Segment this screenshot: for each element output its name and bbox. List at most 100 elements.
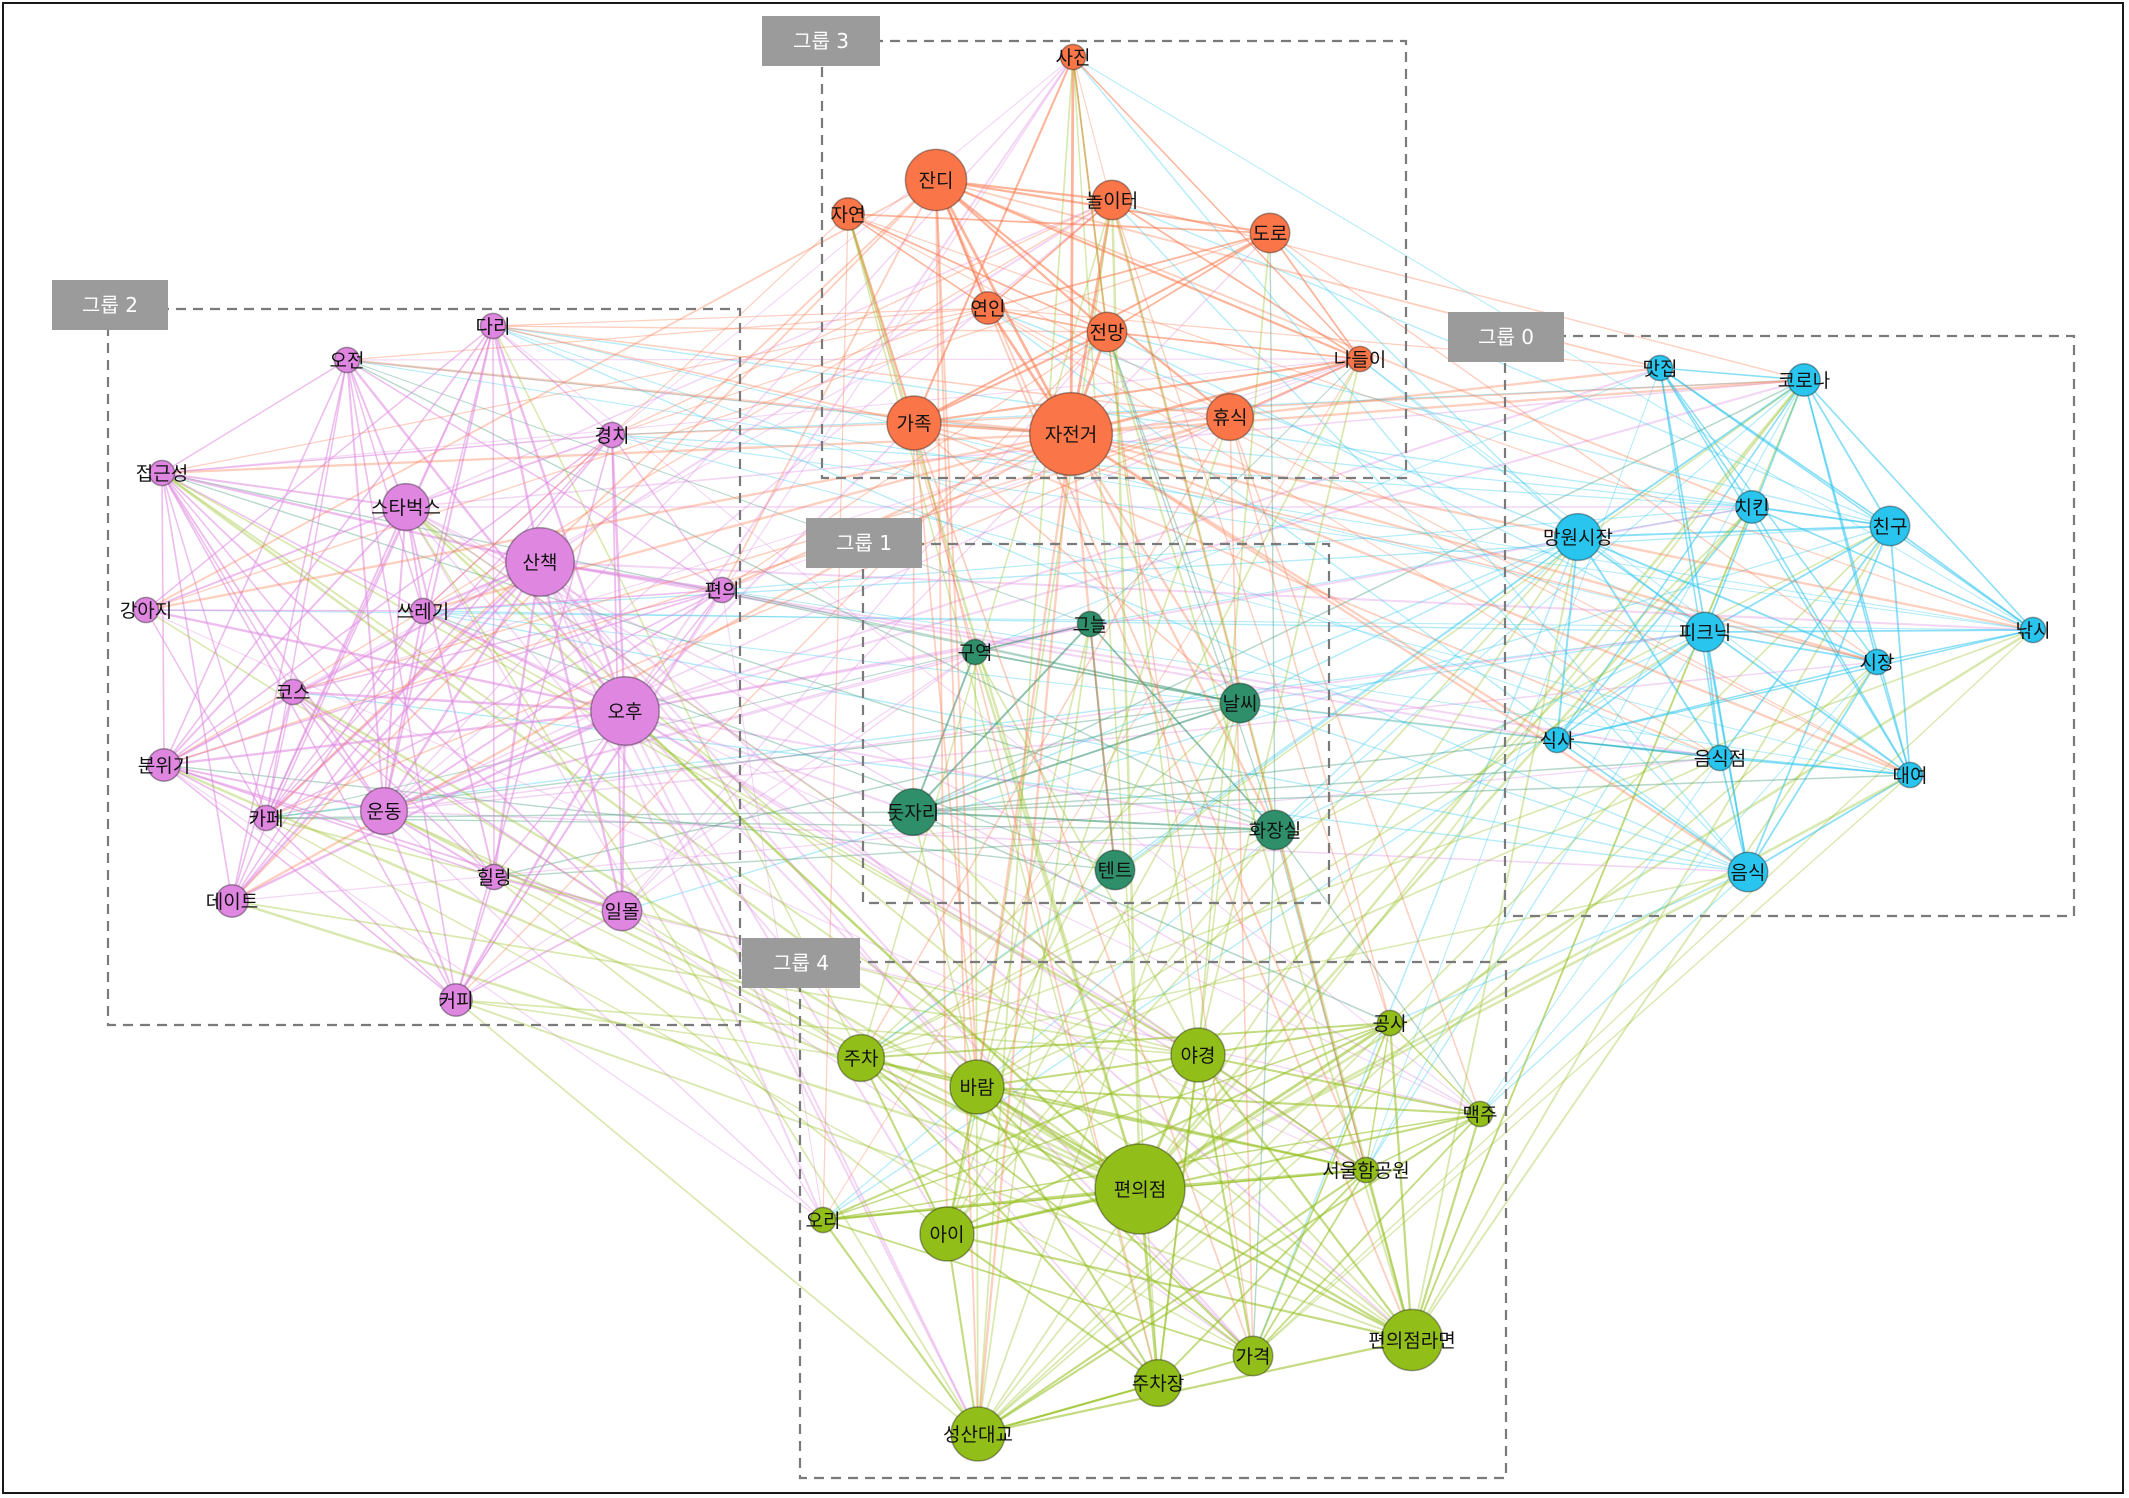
node-n11[interactable]: 음식: [1727, 851, 1769, 893]
node-circle[interactable]: [1706, 744, 1734, 772]
node-n15[interactable]: 돗자리: [887, 787, 939, 837]
node-n57[interactable]: 가격: [1232, 1335, 1274, 1377]
node-circle[interactable]: [1094, 849, 1136, 891]
node-circle[interactable]: [1896, 761, 1924, 789]
node-circle[interactable]: [1646, 354, 1674, 382]
node-n46[interactable]: 휴식: [1205, 392, 1255, 442]
node-circle[interactable]: [439, 983, 473, 1017]
node-circle[interactable]: [252, 804, 280, 832]
node-circle[interactable]: [971, 291, 1005, 325]
node-n26[interactable]: 편의: [705, 576, 740, 604]
node-n1[interactable]: 코로나: [1778, 363, 1830, 397]
node-n4[interactable]: 친구: [1869, 505, 1911, 547]
node-n20[interactable]: 경치: [595, 421, 630, 449]
node-circle[interactable]: [1232, 1335, 1274, 1377]
node-n30[interactable]: 카페: [249, 804, 284, 832]
node-circle[interactable]: [1254, 809, 1296, 851]
node-n31[interactable]: 운동: [359, 786, 409, 836]
node-circle[interactable]: [215, 884, 249, 918]
node-n55[interactable]: 아이: [919, 1206, 975, 1262]
node-n23[interactable]: 산책: [505, 527, 575, 597]
node-circle[interactable]: [279, 678, 307, 706]
node-circle[interactable]: [1735, 490, 1769, 524]
node-circle[interactable]: [598, 421, 626, 449]
node-n25[interactable]: 쓰레기: [397, 597, 449, 625]
node-n17[interactable]: 텐트: [1094, 849, 1136, 891]
node-circle[interactable]: [479, 312, 507, 340]
node-n0[interactable]: 맛집: [1643, 354, 1678, 382]
node-circle[interactable]: [147, 748, 181, 782]
node-n38[interactable]: 놀이터: [1086, 179, 1138, 221]
node-circle[interactable]: [359, 786, 409, 836]
node-circle[interactable]: [836, 1033, 886, 1083]
node-circle[interactable]: [1205, 392, 1255, 442]
node-circle[interactable]: [409, 597, 437, 625]
node-circle[interactable]: [1352, 1156, 1380, 1184]
node-n50[interactable]: 공사: [1373, 1009, 1408, 1037]
node-n28[interactable]: 오후: [590, 676, 660, 746]
node-n56[interactable]: 주차장: [1132, 1358, 1184, 1408]
node-circle[interactable]: [1219, 682, 1261, 724]
node-circle[interactable]: [1133, 1358, 1183, 1408]
node-n7[interactable]: 시장: [1860, 648, 1895, 676]
node-n10[interactable]: 대여: [1893, 761, 1928, 789]
node-n8[interactable]: 식사: [1540, 726, 1575, 754]
node-n33[interactable]: 데이트: [206, 884, 258, 918]
node-n58[interactable]: 편의점라면: [1368, 1308, 1456, 1372]
node-circle[interactable]: [480, 863, 508, 891]
node-circle[interactable]: [1380, 1308, 1444, 1372]
node-circle[interactable]: [1086, 311, 1128, 353]
node-n6[interactable]: 낚시: [2016, 616, 2051, 644]
node-n27[interactable]: 코스: [276, 678, 311, 706]
node-n12[interactable]: 구역: [958, 638, 993, 666]
node-n34[interactable]: 일몰: [601, 890, 643, 932]
node-circle[interactable]: [1094, 1143, 1186, 1235]
node-circle[interactable]: [1170, 1027, 1226, 1083]
node-n47[interactable]: 주차: [836, 1033, 886, 1083]
node-n21[interactable]: 접근성: [136, 459, 188, 487]
node-circle[interactable]: [961, 638, 989, 666]
node-circle[interactable]: [950, 1406, 1006, 1462]
node-n35[interactable]: 커피: [439, 983, 474, 1017]
node-circle[interactable]: [886, 395, 942, 451]
node-n24[interactable]: 강아지: [120, 596, 172, 624]
node-circle[interactable]: [708, 576, 736, 604]
node-circle[interactable]: [381, 482, 431, 532]
node-circle[interactable]: [1076, 610, 1104, 638]
node-circle[interactable]: [1684, 611, 1726, 653]
node-n3[interactable]: 치킨: [1735, 490, 1770, 524]
node-n32[interactable]: 힐링: [477, 863, 512, 891]
node-circle[interactable]: [1787, 363, 1821, 397]
node-circle[interactable]: [1466, 1100, 1494, 1128]
node-n59[interactable]: 성산대교: [943, 1406, 1013, 1462]
node-n39[interactable]: 자연: [831, 197, 866, 231]
node-circle[interactable]: [1249, 212, 1291, 254]
node-n49[interactable]: 야경: [1170, 1027, 1226, 1083]
node-circle[interactable]: [132, 596, 160, 624]
node-n53[interactable]: 서울함공원: [1322, 1156, 1410, 1184]
node-n22[interactable]: 스타벅스: [371, 482, 441, 532]
node-n16[interactable]: 화장실: [1249, 809, 1301, 851]
node-n43[interactable]: 나들이: [1334, 345, 1386, 373]
node-circle[interactable]: [831, 197, 865, 231]
node-circle[interactable]: [1553, 512, 1603, 562]
node-circle[interactable]: [505, 527, 575, 597]
node-circle[interactable]: [809, 1206, 837, 1234]
node-n5[interactable]: 피크닉: [1679, 611, 1731, 653]
node-n42[interactable]: 전망: [1086, 311, 1128, 353]
node-n54[interactable]: 오리: [806, 1206, 841, 1234]
node-circle[interactable]: [1028, 391, 1114, 477]
node-n14[interactable]: 날씨: [1219, 682, 1261, 724]
node-circle[interactable]: [1091, 179, 1133, 221]
node-n52[interactable]: 편의점: [1094, 1143, 1186, 1235]
node-n40[interactable]: 도로: [1249, 212, 1291, 254]
node-n36[interactable]: 사진: [1056, 43, 1091, 71]
node-circle[interactable]: [590, 676, 660, 746]
node-n29[interactable]: 분위기: [138, 748, 190, 782]
node-circle[interactable]: [904, 148, 968, 212]
node-n45[interactable]: 자전거: [1028, 391, 1114, 477]
node-circle[interactable]: [1346, 345, 1374, 373]
node-n18[interactable]: 다리: [476, 312, 511, 340]
node-n19[interactable]: 오전: [330, 346, 365, 374]
node-n9[interactable]: 음식점: [1694, 744, 1746, 772]
